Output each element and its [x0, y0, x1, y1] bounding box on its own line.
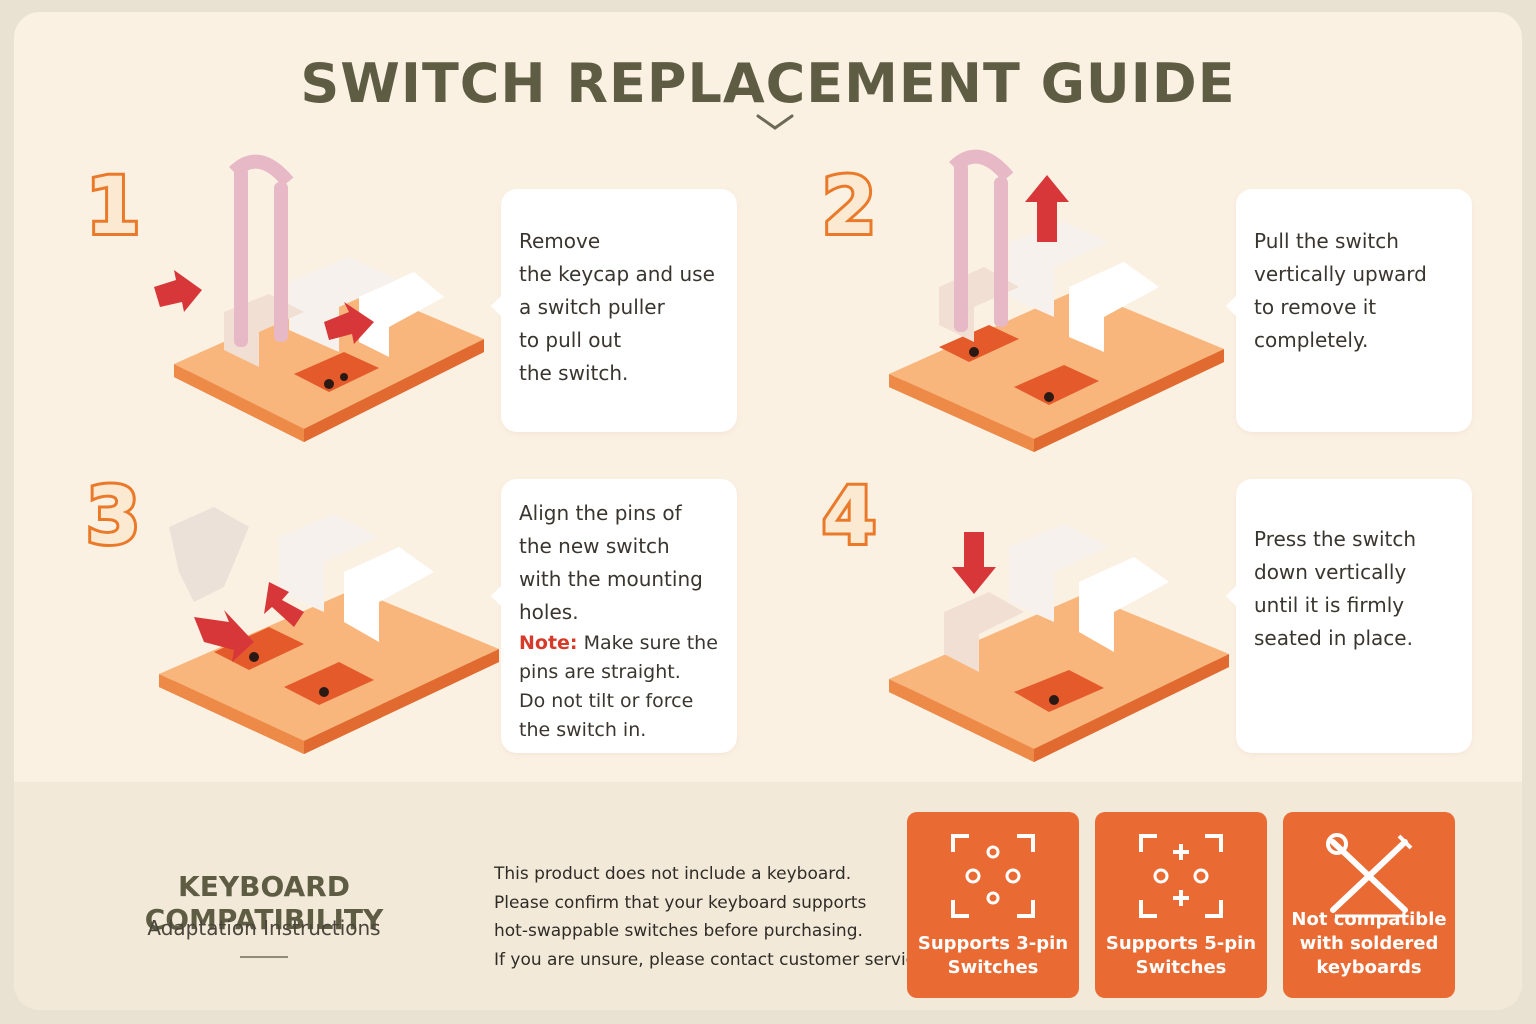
step-2-illustration — [889, 149, 1224, 452]
compatibility-subtitle: Adaptation Instructions — [147, 916, 381, 940]
step-4-instruction: Press the switch down vertically until i… — [1226, 479, 1472, 753]
guide-card: SWITCH REPLACEMENT GUIDE 1 Remove the ke… — [14, 12, 1522, 1010]
compatibility-description: This product does not include a keyboard… — [494, 864, 931, 970]
step-1-illustration — [154, 154, 484, 442]
badge-not-soldered: Not compatible with soldered keyboards — [1283, 812, 1455, 998]
step-3-number: 3 — [83, 469, 143, 565]
step-1-instruction: Remove the keycap and use a switch pulle… — [491, 189, 737, 432]
five-pin-icon — [1139, 834, 1223, 918]
divider — [240, 956, 288, 958]
compatibility-title: KEYBOARD COMPATIBILITY — [144, 870, 384, 936]
step-3-illustration — [159, 507, 499, 754]
step-4-illustration — [889, 524, 1229, 762]
step-2-instruction: Pull the switch vertically upward to rem… — [1226, 189, 1472, 432]
step-2-number: 2 — [819, 159, 879, 255]
step-1-number: 1 — [83, 159, 143, 255]
chevron-down-icon — [756, 114, 794, 130]
compatibility-section: KEYBOARD COMPATIBILITY Adaptation Instru… — [14, 782, 1522, 1010]
badge-3-pin: Supports 3-pin Switches — [907, 812, 1079, 998]
three-pin-icon — [951, 834, 1035, 918]
soldering-cross-icon — [1326, 833, 1413, 918]
page-title: SWITCH REPLACEMENT GUIDE — [300, 52, 1236, 115]
note-label: Note: — [519, 632, 578, 654]
step-3-note: Note: Make sure the pins are straight. D… — [519, 632, 718, 741]
step-3-instruction: Align the pins of the new switch with th… — [491, 479, 737, 753]
badge-5-pin: Supports 5-pin Switches — [1095, 812, 1267, 998]
step-4-number: 4 — [819, 469, 879, 565]
